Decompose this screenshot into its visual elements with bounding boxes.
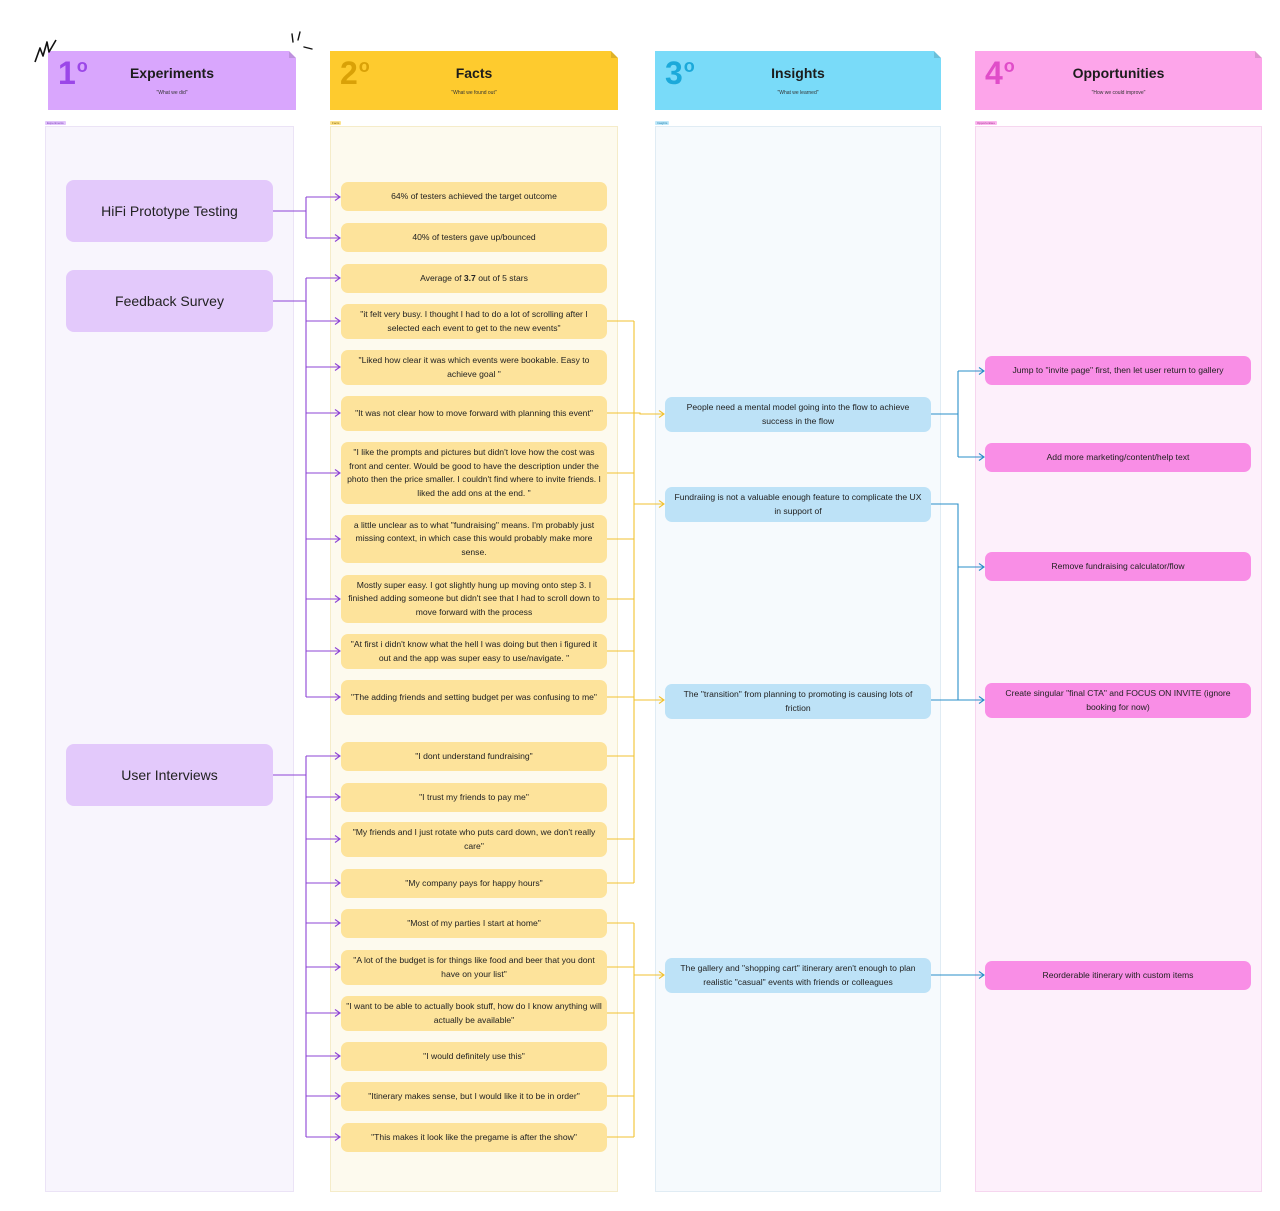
arrowhead-icon [978, 367, 985, 375]
opportunity-card: Add more marketing/content/help text [985, 443, 1251, 472]
column-subtitle: "How we could improve" [1091, 90, 1146, 96]
experiment-user-interviews: User Interviews [66, 744, 273, 806]
sparkle-doodle-icon [34, 39, 57, 63]
fact-card: "It was not clear how to move forward wi… [341, 396, 607, 431]
arrowhead-icon [334, 1009, 341, 1017]
opportunity-card: Remove fundraising calculator/flow [985, 552, 1251, 581]
arrowhead-icon [334, 535, 341, 543]
arrowhead-icon [334, 317, 341, 325]
experiment-feedback-survey: Feedback Survey [66, 270, 273, 332]
arrowhead-icon [334, 835, 341, 843]
opportunity-card: Create singular "final CTA" and FOCUS ON… [985, 683, 1251, 718]
step-number-4: 4o [985, 55, 1015, 91]
arrowhead-icon [334, 919, 341, 927]
experiment-hifi-prototype-testing: HiFi Prototype Testing [66, 180, 273, 242]
column-opportunities [975, 126, 1262, 1192]
section-tag: Experiments [45, 121, 66, 125]
arrowhead-icon [658, 500, 665, 508]
fact-text: Average of 3.7 out of 5 stars [420, 272, 528, 283]
arrowhead-icon [334, 595, 341, 603]
arrowhead-icon [334, 469, 341, 477]
fact-card: "I like the prompts and pictures but did… [341, 442, 607, 504]
section-tag: Facts [330, 121, 342, 125]
column-title: Experiments [129, 65, 215, 81]
corner-fold-icon [289, 51, 296, 58]
column-subtitle: "What we learned" [777, 90, 819, 96]
insight-card: The "transition" from planning to promot… [665, 684, 931, 719]
fact-card: 40% of testers gave up/bounced [341, 223, 607, 252]
column-title: Facts [455, 65, 493, 81]
corner-fold-icon [1255, 51, 1262, 58]
fact-card: "At first i didn't know what the hell I … [341, 634, 607, 669]
insight-link [931, 503, 959, 700]
fact-card: a little unclear as to what "fundraising… [341, 515, 607, 563]
fact-card: "I want to be able to actually book stuf… [341, 996, 607, 1031]
header-facts: 2o Facts "What we found out" [330, 51, 618, 110]
fact-card: "it felt very busy. I thought I had to d… [341, 304, 607, 339]
opportunity-card: Reorderable itinerary with custom items [985, 961, 1251, 990]
arrowhead-icon [658, 696, 665, 704]
arrowhead-icon [334, 879, 341, 887]
arrowhead-icon [334, 693, 341, 701]
arrowhead-icon [334, 274, 341, 282]
arrowhead-icon [978, 971, 985, 979]
arrowhead-icon [334, 193, 341, 201]
header-insights: 3o Insights "What we learned" [655, 51, 941, 110]
arrowhead-icon [334, 647, 341, 655]
arrowhead-icon [658, 971, 665, 979]
column-title: Insights [771, 65, 825, 81]
arrowhead-icon [978, 563, 985, 571]
header-opportunities: 4o Opportunities "How we could improve" [975, 51, 1262, 110]
step-number-3: 3o [665, 55, 695, 91]
arrowhead-icon [334, 1133, 341, 1141]
section-tag: Insights [655, 121, 670, 125]
header-experiments: 1o Experiments "What we did" [48, 51, 296, 110]
fact-card: "A lot of the budget is for things like … [341, 950, 607, 985]
arrowhead-icon [658, 410, 665, 418]
arrowhead-icon [334, 234, 341, 242]
fact-card: "Most of my parties I start at home" [341, 909, 607, 938]
column-subtitle: "What we did" [156, 90, 188, 96]
arrowhead-icon [334, 1092, 341, 1100]
arrowhead-icon [978, 453, 985, 461]
fact-card: Average of 3.7 out of 5 stars [341, 264, 607, 293]
fact-link [607, 412, 664, 415]
insight-card: Fundraiing is not a valuable enough feat… [665, 487, 931, 522]
fact-card: "Liked how clear it was which events wer… [341, 350, 607, 385]
arrowhead-icon [334, 1052, 341, 1060]
fact-card: "I dont understand fundraising" [341, 742, 607, 771]
rating-value: 3.7 [463, 272, 476, 283]
corner-fold-icon [934, 51, 941, 58]
fact-card: "The adding friends and setting budget p… [341, 680, 607, 715]
fact-card: "My friends and I just rotate who puts c… [341, 822, 607, 857]
fact-card: "My company pays for happy hours" [341, 869, 607, 898]
fact-card: "I trust my friends to pay me" [341, 783, 607, 812]
fact-card: Mostly super easy. I got slightly hung u… [341, 575, 607, 623]
insight-card: The gallery and "shopping cart" itinerar… [665, 958, 931, 993]
arrowhead-icon [978, 696, 985, 704]
column-title: Opportunities [1072, 65, 1165, 81]
column-subtitle: "What we found out" [451, 90, 497, 96]
fact-card: "I would definitely use this" [341, 1042, 607, 1071]
arrowhead-icon [334, 409, 341, 417]
arrowhead-icon [334, 752, 341, 760]
fact-card: "This makes it look like the pregame is … [341, 1123, 607, 1152]
opportunity-card: Jump to "invite page" first, then let us… [985, 356, 1251, 385]
arrowhead-icon [334, 963, 341, 971]
insight-card: People need a mental model going into th… [665, 397, 931, 432]
arrowhead-icon [334, 363, 341, 371]
fact-card: "Itinerary makes sense, but I would like… [341, 1082, 607, 1111]
column-insights [655, 126, 941, 1192]
step-number-1: 1o [58, 55, 88, 91]
fact-card: 64% of testers achieved the target outco… [341, 182, 607, 211]
sparkle-lines-icon [291, 31, 313, 50]
arrowhead-icon [334, 793, 341, 801]
corner-fold-icon [611, 51, 618, 58]
section-tag: Opportunities [975, 121, 997, 125]
step-number-2: 2o [340, 55, 370, 91]
